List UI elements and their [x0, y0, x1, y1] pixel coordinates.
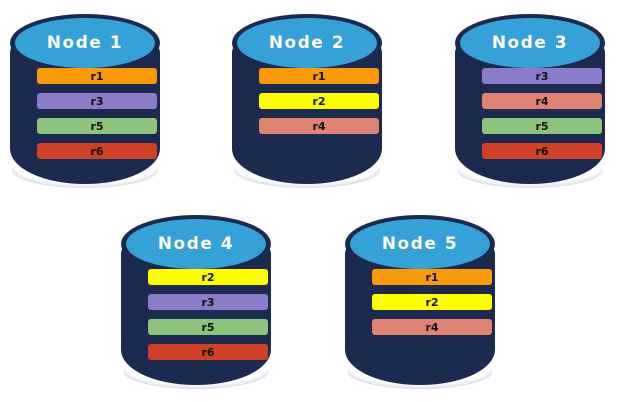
replica-bar[interactable]: r5 [37, 118, 157, 134]
replica-bar[interactable]: r6 [37, 143, 157, 159]
cylinder-top-ellipse [350, 219, 490, 269]
replica-bar[interactable]: r3 [37, 93, 157, 109]
node-label: Node 4 [157, 234, 235, 254]
replica-bar[interactable]: r1 [372, 269, 492, 285]
replica-list: r1 r2 r4 [259, 68, 379, 134]
replica-list: r3 r4 r5 r6 [482, 68, 602, 159]
replica-list: r1 r2 r4 [372, 269, 492, 335]
replica-bar[interactable]: r3 [482, 68, 602, 84]
database-node-1[interactable]: Node 1 r1 r3 r5 r6 [10, 10, 160, 190]
replica-bar[interactable]: r2 [372, 294, 492, 310]
cylinder-top-ellipse [237, 18, 377, 68]
database-node-2[interactable]: Node 2 r1 r2 r4 [232, 10, 382, 190]
database-node-4[interactable]: Node 4 r2 r3 r5 r6 [121, 211, 271, 391]
node-label: Node 5 [381, 234, 459, 254]
replica-list: r2 r3 r5 r6 [148, 269, 268, 360]
replica-bar[interactable]: r4 [482, 93, 602, 109]
cylinder-top-ellipse [460, 18, 600, 68]
cylinder-top-ellipse [15, 18, 155, 68]
replica-bar[interactable]: r4 [372, 319, 492, 335]
replica-bar[interactable]: r3 [148, 294, 268, 310]
replica-bar[interactable]: r1 [37, 68, 157, 84]
replica-bar[interactable]: r6 [482, 143, 602, 159]
node-label: Node 3 [491, 33, 569, 53]
database-node-5[interactable]: Node 5 r1 r2 r4 [345, 211, 495, 391]
node-label: Node 1 [46, 33, 124, 53]
replica-bar[interactable]: r6 [148, 344, 268, 360]
database-node-3[interactable]: Node 3 r3 r4 r5 r6 [455, 10, 605, 190]
replica-bar[interactable]: r5 [148, 319, 268, 335]
replica-bar[interactable]: r1 [259, 68, 379, 84]
replica-bar[interactable]: r4 [259, 118, 379, 134]
replica-bar[interactable]: r2 [259, 93, 379, 109]
cylinder-top-ellipse [126, 219, 266, 269]
replica-list: r1 r3 r5 r6 [37, 68, 157, 159]
replica-bar[interactable]: r5 [482, 118, 602, 134]
replica-bar[interactable]: r2 [148, 269, 268, 285]
node-label: Node 2 [268, 33, 346, 53]
